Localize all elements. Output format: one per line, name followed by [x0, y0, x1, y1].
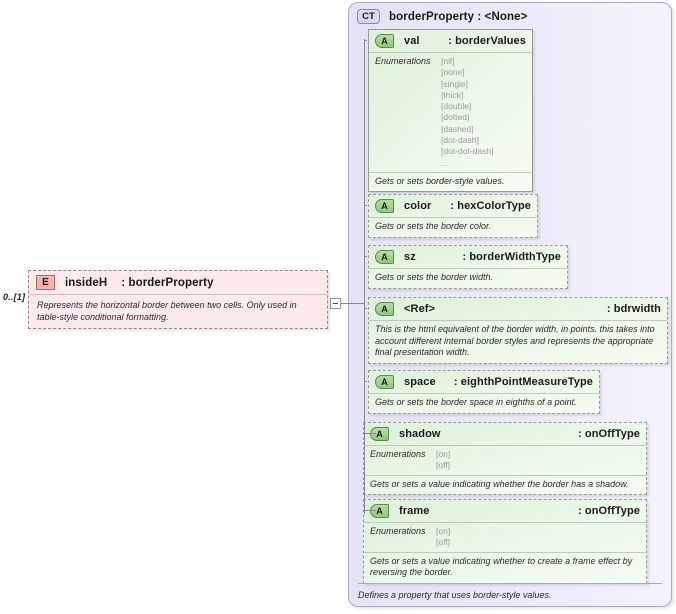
attribute-documentation: Gets or sets border-style values.: [375, 175, 505, 186]
enumerations-label: Enumerations: [370, 526, 426, 536]
element-name: insideH: [65, 276, 108, 289]
attribute-badge-icon: A: [370, 504, 389, 518]
attribute-name: val: [404, 35, 420, 47]
attribute-type: : eighthPointMeasureType: [453, 376, 593, 388]
attribute-documentation: Gets or sets a value indicating whether …: [370, 555, 633, 578]
attribute-title-row: A <Ref> : bdrwidth: [369, 298, 667, 321]
element-type: : borderProperty: [121, 276, 214, 289]
attribute-name: color: [404, 200, 432, 212]
enumerations-values: [nil][none][single][thick][double][dotte…: [441, 56, 494, 168]
attribute-enumerations: Enumerations [nil][none][single][thick][d…: [369, 53, 532, 173]
attribute-badge-icon: A: [375, 34, 394, 48]
footer-divider: [358, 583, 662, 584]
attribute-documentation: This is the html equivalent of the borde…: [375, 324, 655, 357]
attribute-type: : bdrwidth: [606, 303, 661, 315]
element-title-row: E insideH : borderProperty: [29, 271, 327, 295]
complex-type-documentation: Defines a property that uses border-styl…: [358, 590, 552, 600]
element-documentation: Represents the horizontal border between…: [37, 300, 297, 322]
attribute-type: : hexColorType: [450, 200, 531, 212]
element-badge-icon: E: [36, 275, 55, 290]
attribute-badge-icon: A: [375, 199, 394, 213]
enumerations-values: [on][off]: [436, 526, 451, 548]
element-box-insideh[interactable]: E insideH : borderProperty Represents th…: [28, 270, 328, 329]
attribute-badge-icon: A: [370, 427, 389, 441]
attribute-badge-icon: A: [375, 302, 394, 316]
attribute-documentation: Gets or sets the border space in eighths…: [375, 397, 577, 407]
enumerations-label: Enumerations: [375, 56, 431, 66]
cardinality-label: 0..[1]: [3, 292, 26, 302]
collapse-toggle-icon[interactable]: [330, 298, 341, 309]
attribute-badge-icon: A: [375, 250, 394, 264]
element-group: 0..[1] E insideH : borderProperty Repres…: [0, 270, 340, 340]
attribute-documentation: Gets or sets a value indicating whether …: [370, 478, 629, 489]
complex-type-title: borderProperty : <None>: [389, 10, 528, 23]
attribute-type: : onOffType: [578, 428, 640, 440]
attribute-type: : borderValues: [448, 35, 526, 47]
attribute-enumerations: Enumerations [on][off]: [364, 446, 646, 476]
attribute-enumerations: Enumerations [on][off]: [364, 523, 646, 553]
enumerations-label: Enumerations: [370, 449, 426, 459]
attribute-name: space: [404, 376, 436, 388]
attribute-documentation: Gets or sets the border width.: [375, 272, 494, 282]
attribute-badge-icon: A: [375, 375, 394, 389]
attribute-documentation: Gets or sets the border color.: [375, 221, 492, 231]
attribute-type: : onOffType: [578, 505, 640, 517]
complex-type-badge-icon: CT: [357, 9, 380, 24]
attribute-name: sz: [404, 251, 416, 263]
attribute-type: : borderWidthType: [462, 251, 561, 263]
complex-type-header: CT borderProperty : <None>: [357, 9, 527, 24]
attribute-name: shadow: [399, 428, 441, 440]
enumerations-values: [on][off]: [436, 449, 451, 471]
attribute-name: frame: [399, 505, 430, 517]
attribute-name: <Ref>: [404, 303, 436, 315]
